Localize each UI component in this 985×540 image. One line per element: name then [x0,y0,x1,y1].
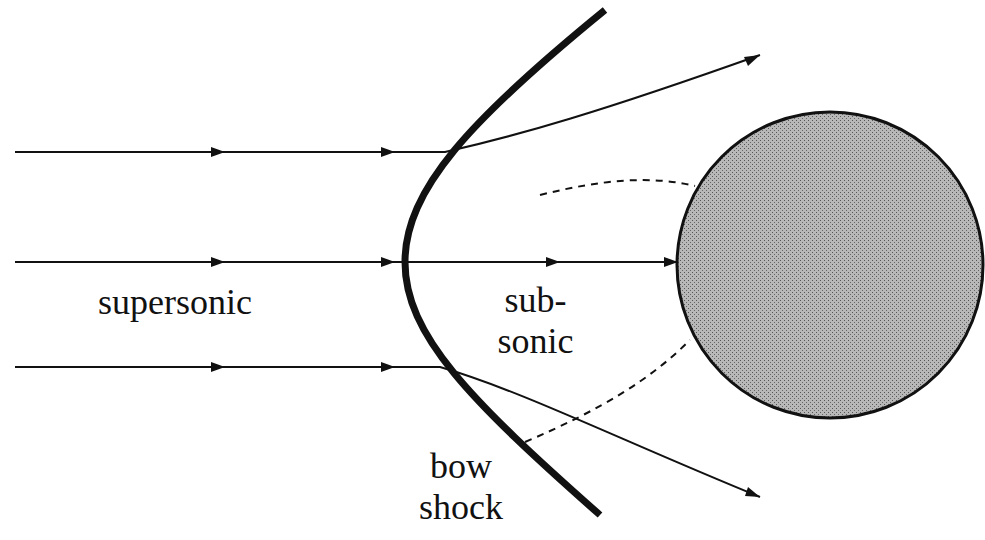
region-label: sub- sonic [478,280,593,363]
region-label: supersonic [55,282,295,323]
streamlines [15,55,760,497]
obstacle-body [677,112,983,418]
sonic-line [540,180,695,195]
region-label: bow shock [405,446,517,529]
flow-arrowheads [211,55,760,497]
